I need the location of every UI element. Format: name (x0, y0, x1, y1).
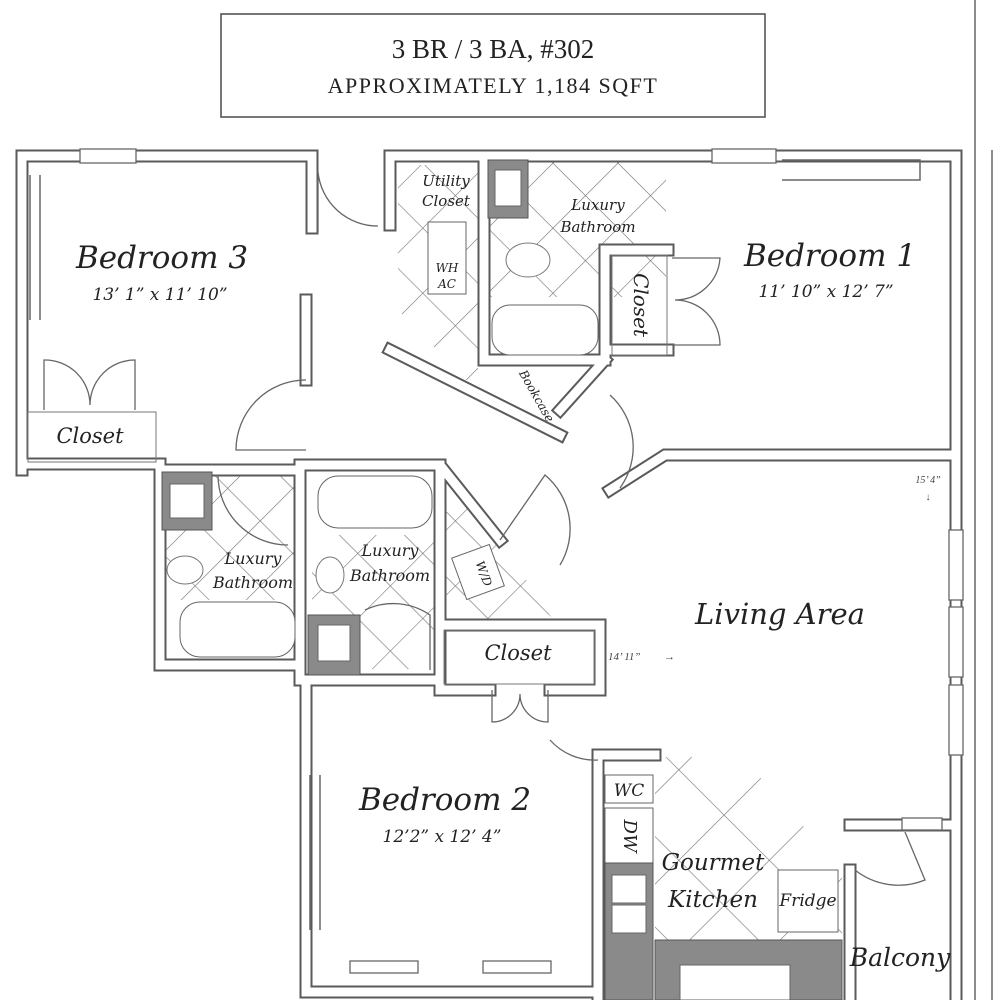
window (482, 960, 552, 974)
area-subtitle: APPROXIMATELY 1,184 SQFT (328, 73, 659, 98)
bath1-label-2: Bathroom (559, 218, 635, 236)
walls (15, 0, 993, 1000)
window (349, 960, 419, 974)
balcony-label: Balcony (849, 943, 951, 972)
toilet-icon (505, 242, 551, 278)
sink-icon (169, 483, 205, 519)
living-dim-horizontal: 14’ 11” (608, 651, 641, 663)
hall-closet-label: Closet (484, 641, 552, 665)
room-labels: Bedroom 3 13’ 1” x 11’ 10” Bedroom 1 11’… (56, 172, 951, 972)
bath3-label-1: Luxury (224, 549, 283, 568)
laundry-door (499, 474, 571, 566)
dishwasher-label: DW (619, 819, 640, 854)
bath3-label-2: Bathroom (212, 573, 293, 592)
fixtures (27, 159, 843, 1000)
window (79, 148, 137, 164)
sink-icon (317, 624, 351, 662)
hall-closet-door (491, 690, 549, 723)
window (711, 148, 777, 164)
living-dim-vertical: 15’ 4” (915, 475, 941, 486)
fridge-label: Fridge (778, 891, 836, 911)
bedroom2-label: Bedroom 2 (358, 782, 531, 818)
toilet-icon (166, 555, 204, 585)
bath1-label-1: Luxury (570, 196, 625, 214)
water-heater-label: WH (436, 261, 459, 275)
wine-cooler-label: WC (614, 781, 644, 801)
bedroom1-closet-shelf (611, 254, 668, 356)
bath3-door (217, 474, 289, 546)
bath2-door (364, 602, 431, 670)
dishwasher (604, 807, 654, 864)
utility-closet-label-1: Utility (422, 172, 470, 190)
bedroom1-closet-label: Closet (629, 273, 653, 338)
window (948, 684, 964, 756)
bedroom3-dims: 13’ 1” x 11’ 10” (92, 285, 227, 305)
bedroom1-dims: 11’ 10” x 12’ 7” (758, 282, 893, 302)
bathtub-icon (491, 304, 599, 356)
living-area-label: Living Area (694, 597, 865, 631)
right-arrow-icon: → (664, 651, 675, 663)
title-box: 3 BR / 3 BA, #302 APPROXIMATELY 1,184 SQ… (220, 13, 766, 118)
bedroom3-closet-shelf (27, 411, 157, 463)
window (901, 817, 943, 831)
bedroom3-label: Bedroom 3 (75, 240, 248, 276)
windows (79, 148, 964, 974)
kitchen-label-line1: Gourmet (662, 850, 765, 876)
entry-door (317, 171, 379, 232)
balcony-door (854, 831, 926, 886)
doors (43, 171, 926, 886)
sink-icon (494, 169, 522, 207)
bedroom3-door (235, 379, 307, 451)
bedroom2-dims: 12’2” x 12’ 4” (383, 827, 502, 847)
bath2-label-2: Bathroom (349, 566, 430, 585)
bath2-label-1: Luxury (361, 541, 420, 560)
window (948, 606, 964, 678)
utility-closet-label-2: Closet (422, 192, 471, 210)
bedroom1-door (609, 394, 634, 489)
bedroom1-closet-door (672, 257, 721, 346)
unit-title: 3 BR / 3 BA, #302 (392, 34, 595, 64)
bathtub-icon (179, 601, 296, 658)
hall-closet-shelf (443, 629, 595, 685)
bedroom1-label: Bedroom 1 (743, 238, 916, 274)
kitchen-sink-icon (611, 874, 647, 904)
bedroom3-closet-door (43, 359, 136, 410)
kitchen-sink-icon (611, 904, 647, 934)
washer-dryer (451, 543, 505, 601)
stove-icon (679, 964, 791, 1000)
bathtub-icon (317, 475, 433, 529)
ac-label: AC (437, 277, 456, 291)
bedroom3-closet-label: Closet (56, 424, 124, 448)
toilet-icon (315, 556, 345, 594)
wine-cooler (604, 774, 654, 804)
kitchen-label-line2: Kitchen (667, 887, 758, 913)
water-heater (427, 221, 467, 295)
bedroom2-door (549, 739, 599, 761)
down-arrow-icon: ↓ (926, 492, 931, 503)
window (948, 529, 964, 601)
fridge (777, 869, 839, 933)
